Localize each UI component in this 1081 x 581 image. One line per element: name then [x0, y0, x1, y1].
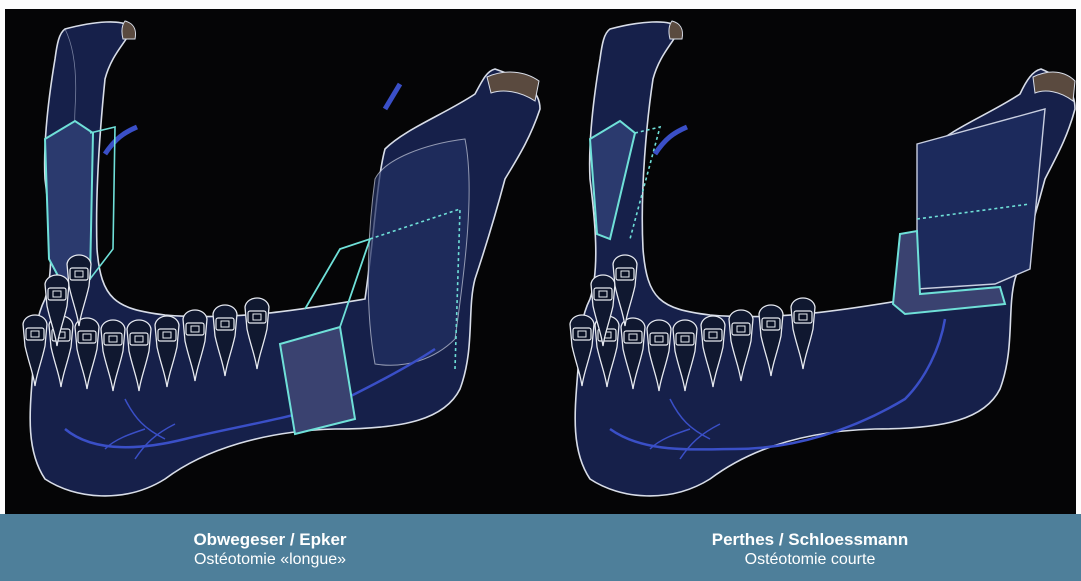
caption-right-title: Perthes / Schloessmann — [540, 530, 1080, 550]
osteotomy-cut-right-ramus — [917, 109, 1045, 289]
mandible-left — [23, 21, 540, 496]
caption-left-title: Obwegeser / Epker — [0, 530, 540, 550]
mandible-right — [570, 21, 1075, 496]
mandible-illustrations — [5, 9, 1076, 514]
caption-left-subtitle: Ostéotomie «longue» — [0, 550, 540, 570]
caption-left: Obwegeser / Epker Ostéotomie «longue» — [0, 530, 540, 570]
caption-right: Perthes / Schloessmann Ostéotomie courte — [540, 530, 1080, 570]
caption-right-subtitle: Ostéotomie courte — [540, 550, 1080, 570]
